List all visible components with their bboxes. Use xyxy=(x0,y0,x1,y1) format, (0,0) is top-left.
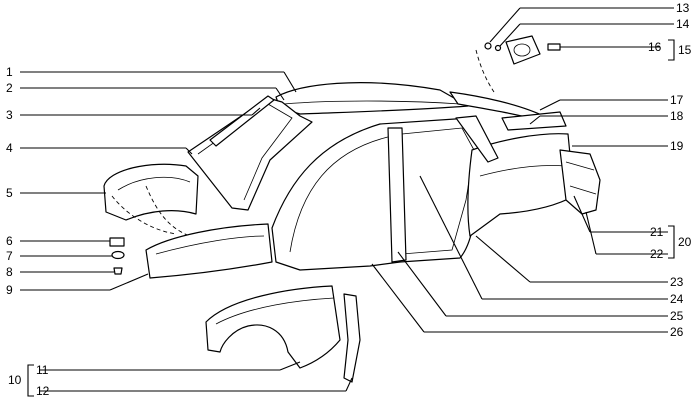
label-6: 6 xyxy=(6,234,13,248)
wheelhouse-apron xyxy=(103,163,199,221)
label-15: 15 xyxy=(678,43,692,57)
label-24: 24 xyxy=(670,292,684,306)
label-16: 16 xyxy=(648,40,662,54)
label-2: 2 xyxy=(6,81,13,95)
fender-bracket xyxy=(343,293,361,383)
plug-part xyxy=(113,267,123,275)
label-18: 18 xyxy=(670,109,684,123)
label-19: 19 xyxy=(670,139,684,153)
label-10: 10 xyxy=(8,373,22,387)
bracket-10 xyxy=(27,364,34,397)
body-side-frame xyxy=(271,117,491,271)
label-8: 8 xyxy=(6,265,13,279)
front-side-panel xyxy=(145,223,273,279)
front-fender xyxy=(205,285,341,369)
roof-rail-strip xyxy=(209,95,275,147)
label-13: 13 xyxy=(676,1,690,15)
c-pillar-frame xyxy=(455,115,499,163)
bracket-15 xyxy=(668,39,675,61)
rear-corner-panel xyxy=(559,149,601,215)
label-26: 26 xyxy=(670,325,684,339)
label-22: 22 xyxy=(650,247,664,261)
label-9: 9 xyxy=(6,283,13,297)
label-11: 11 xyxy=(36,363,49,377)
roof-panel xyxy=(275,82,469,115)
label-23: 23 xyxy=(670,275,684,289)
filler-hinge xyxy=(547,43,561,51)
b-pillar xyxy=(387,127,407,263)
washer-part xyxy=(111,250,125,260)
bracket-part xyxy=(109,237,125,247)
label-21: 21 xyxy=(650,225,664,239)
label-1: 1 xyxy=(6,65,13,79)
label-20: 20 xyxy=(678,235,692,249)
label-14: 14 xyxy=(676,17,690,31)
label-25: 25 xyxy=(670,309,684,323)
filler-screw xyxy=(484,42,492,50)
label-4: 4 xyxy=(6,141,13,155)
bracket-20 xyxy=(668,225,675,259)
label-3: 3 xyxy=(6,108,13,122)
label-17: 17 xyxy=(670,93,684,107)
label-12: 12 xyxy=(36,384,50,398)
fuel-filler-flap xyxy=(505,35,541,65)
label-5: 5 xyxy=(6,186,13,200)
label-7: 7 xyxy=(6,249,13,263)
filler-nut xyxy=(494,44,502,52)
